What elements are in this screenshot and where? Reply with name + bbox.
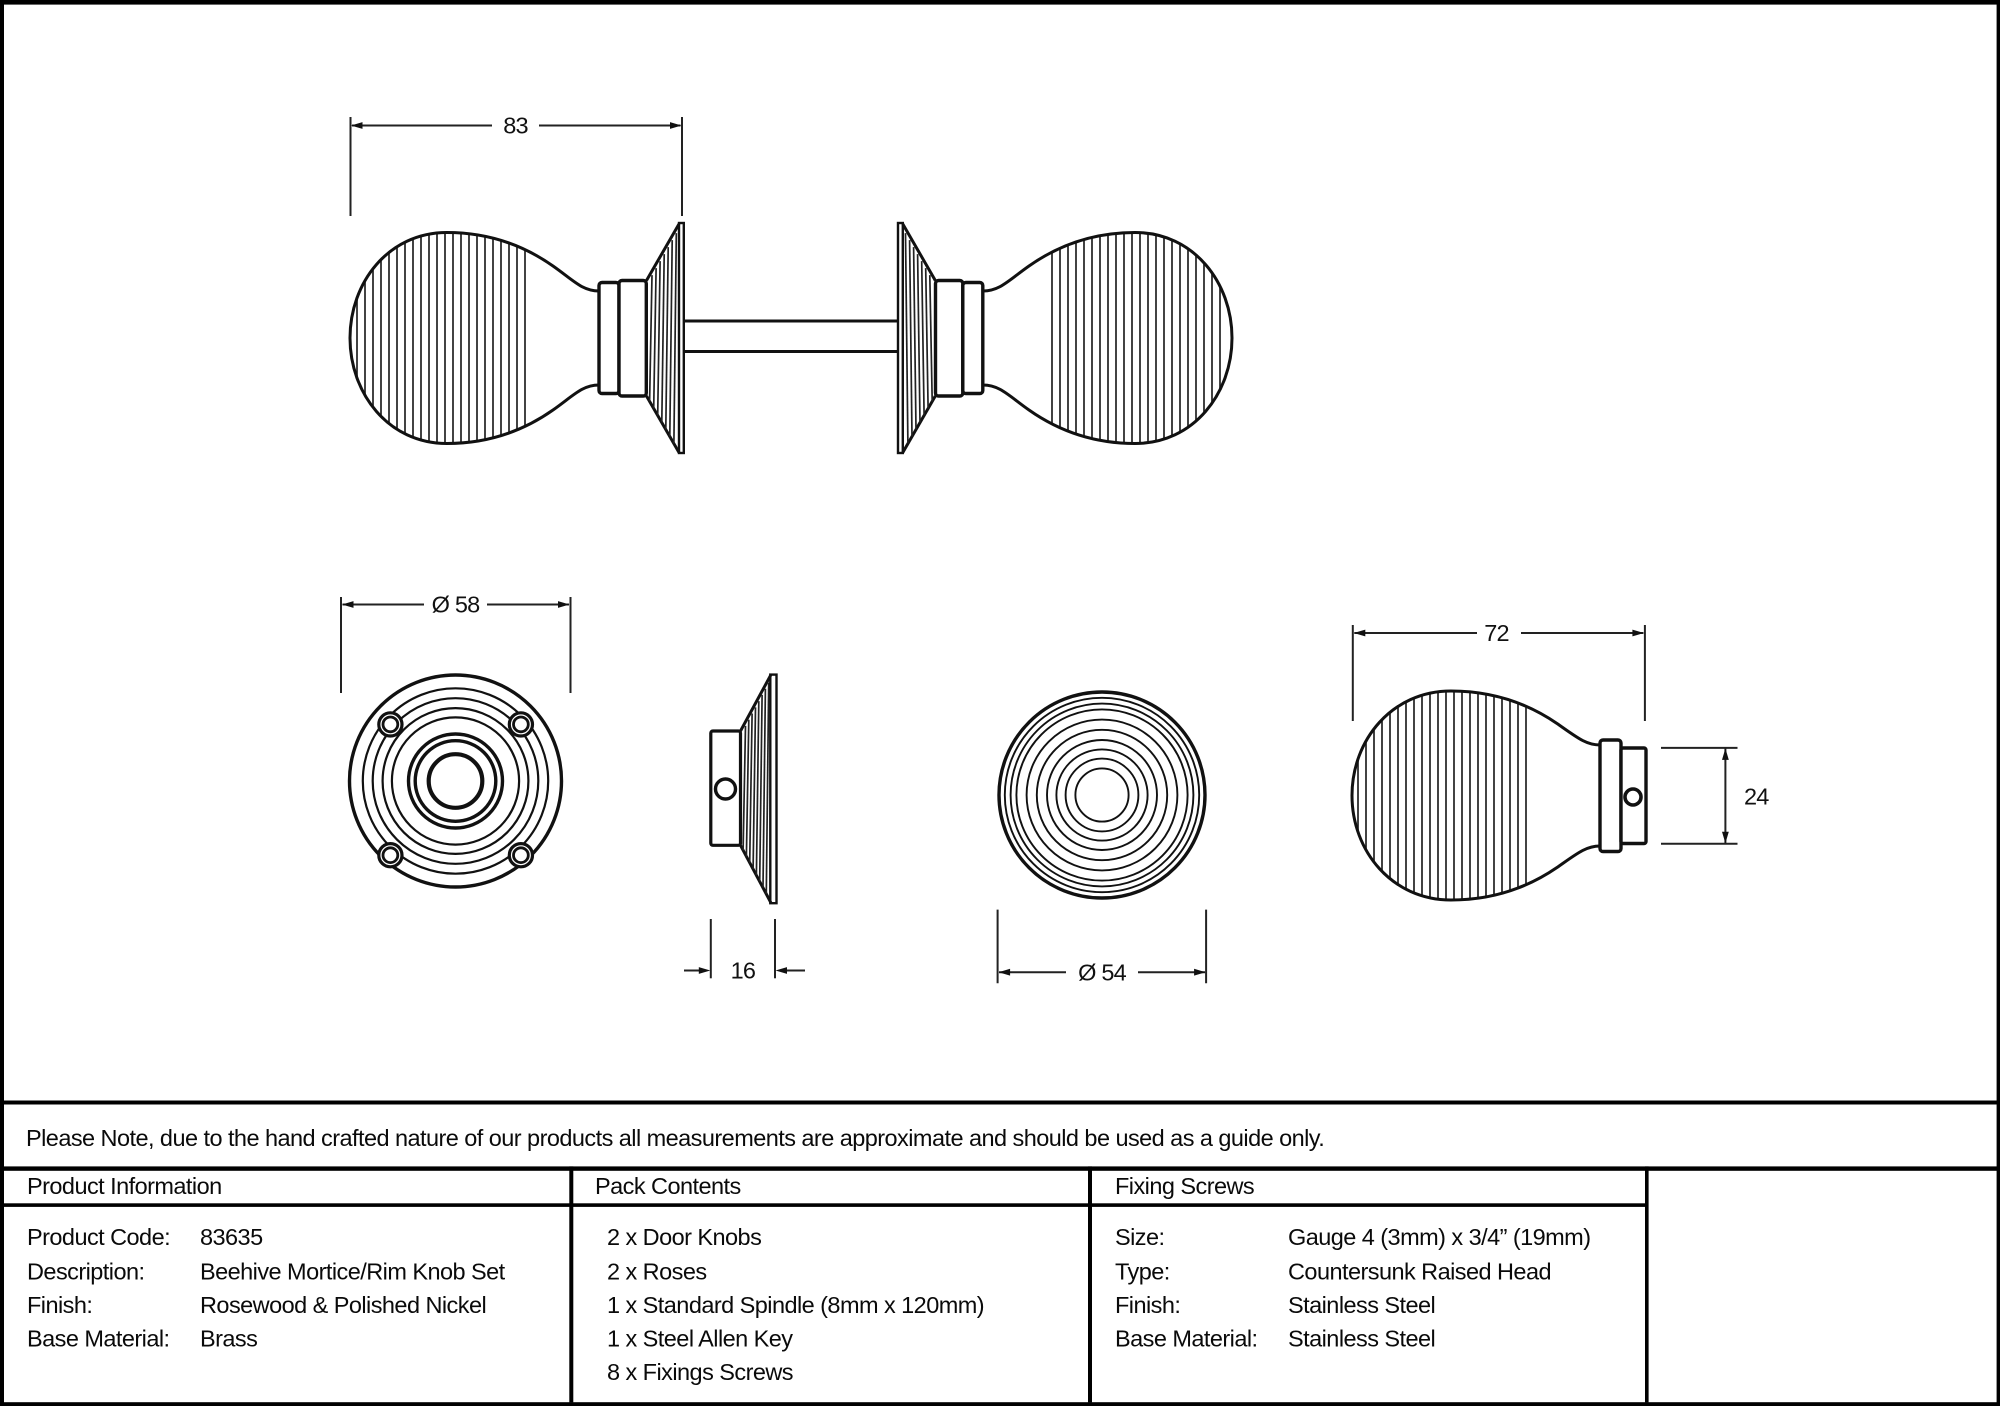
svg-text:83635: 83635: [200, 1224, 263, 1250]
svg-text:Description:: Description:: [27, 1259, 144, 1285]
svg-text:Type:: Type:: [1115, 1259, 1170, 1285]
svg-text:8 x Fixings Screws: 8 x Fixings Screws: [607, 1359, 793, 1385]
svg-text:Brass: Brass: [200, 1326, 257, 1352]
svg-text:Beehive Mortice/Rim Knob Set: Beehive Mortice/Rim Knob Set: [200, 1259, 506, 1285]
svg-text:83: 83: [503, 113, 528, 139]
svg-text:Finish:: Finish:: [27, 1292, 92, 1318]
svg-text:Pack Contents: Pack Contents: [595, 1173, 741, 1199]
svg-text:Base Material:: Base Material:: [27, 1326, 170, 1352]
svg-text:72: 72: [1484, 620, 1509, 646]
svg-text:Gauge 4 (3mm) x 3/4” (19mm): Gauge 4 (3mm) x 3/4” (19mm): [1288, 1224, 1590, 1250]
svg-text:Stainless Steel: Stainless Steel: [1288, 1292, 1435, 1318]
svg-text:2 x Roses: 2 x Roses: [607, 1259, 707, 1285]
svg-text:Ø 54: Ø 54: [1078, 960, 1126, 986]
svg-text:Size:: Size:: [1115, 1224, 1165, 1250]
svg-text:Rosewood & Polished Nickel: Rosewood & Polished Nickel: [200, 1292, 486, 1318]
svg-text:Product Information: Product Information: [27, 1173, 222, 1199]
svg-text:Product Code:: Product Code:: [27, 1224, 170, 1250]
svg-text:24: 24: [1744, 783, 1769, 809]
svg-text:1 x Steel Allen Key: 1 x Steel Allen Key: [607, 1326, 793, 1352]
svg-text:Fixing Screws: Fixing Screws: [1115, 1173, 1254, 1199]
svg-text:Finish:: Finish:: [1115, 1292, 1180, 1318]
svg-text:Base Material:: Base Material:: [1115, 1326, 1258, 1352]
svg-text:Ø 58: Ø 58: [432, 592, 480, 618]
svg-text:Countersunk Raised Head: Countersunk Raised Head: [1288, 1259, 1551, 1285]
svg-text:Please Note, due to the hand c: Please Note, due to the hand crafted nat…: [26, 1125, 1324, 1151]
svg-text:2 x Door Knobs: 2 x Door Knobs: [607, 1224, 761, 1250]
svg-text:Stainless Steel: Stainless Steel: [1288, 1326, 1435, 1352]
svg-text:16: 16: [731, 958, 756, 984]
svg-text:1 x Standard Spindle (8mm x 12: 1 x Standard Spindle (8mm x 120mm): [607, 1292, 984, 1318]
